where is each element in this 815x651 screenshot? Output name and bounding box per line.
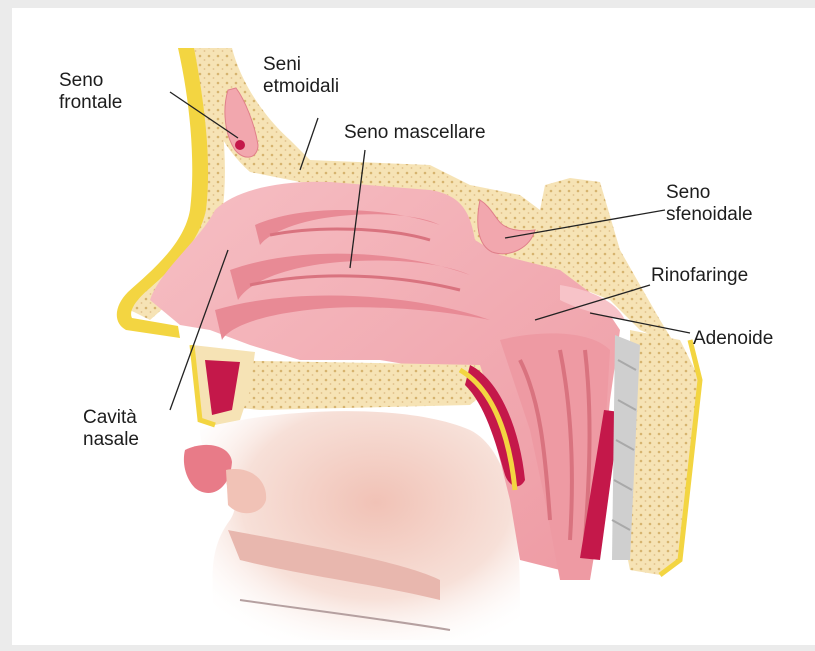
label-seni-etmoidali: Seni etmoidali	[263, 54, 339, 98]
label-seno-sfenoidale: Seno sfenoidale	[666, 182, 753, 226]
nasal-anatomy-illustration	[12, 8, 815, 645]
label-seno-frontale: Seno frontale	[59, 70, 122, 114]
label-seno-mascellare: Seno mascellare	[344, 122, 486, 144]
diagram-stage: Seno frontale Seni etmoidali Seno mascel…	[12, 8, 815, 645]
label-cavita-nasale: Cavità nasale	[83, 407, 139, 451]
label-rinofaringe: Rinofaringe	[651, 265, 748, 287]
label-adenoide: Adenoide	[693, 328, 773, 350]
upper-lip	[184, 445, 232, 493]
face-skin	[200, 411, 520, 640]
